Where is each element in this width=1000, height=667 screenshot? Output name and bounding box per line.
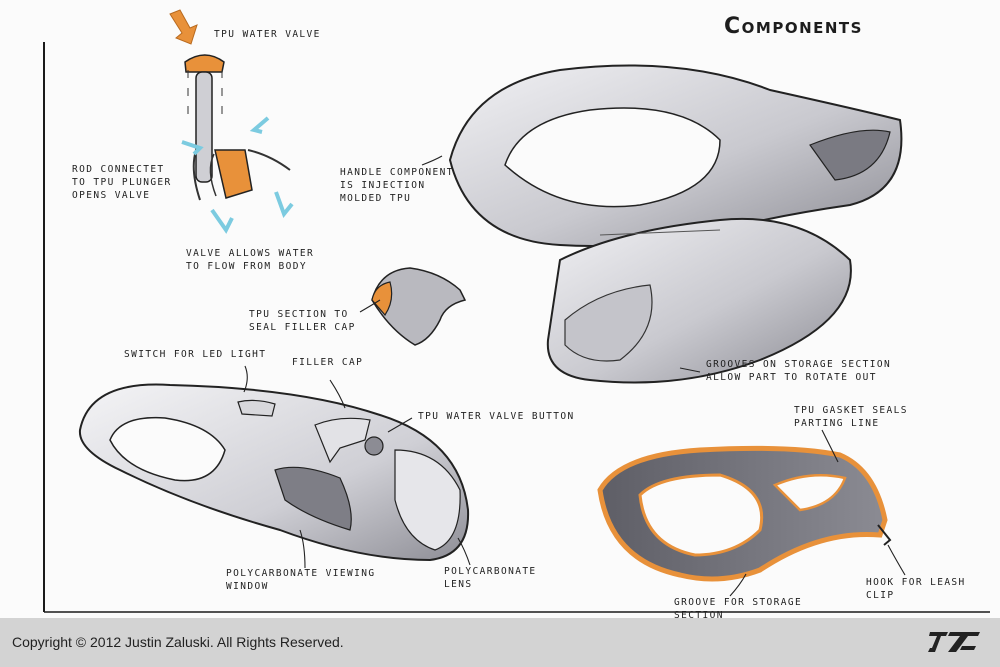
label-tpu-water-valve: TPU WATER VALVE bbox=[214, 29, 321, 40]
label-tpu-gasket: TPU GASKET SEALS PARTING LINE bbox=[794, 405, 908, 429]
label-filler-cap: FILLER CAP bbox=[292, 357, 364, 368]
label-polycarbonate-lens: POLYCARBONATE LENS bbox=[444, 566, 537, 590]
label-handle-component: HANDLE COMPONENT IS INJECTION MOLDED TPU bbox=[340, 167, 454, 204]
frame-lines bbox=[43, 42, 990, 613]
gasket-drawing bbox=[597, 445, 892, 582]
water-valve-drawing bbox=[181, 54, 294, 234]
sketch-illustration bbox=[43, 9, 990, 613]
page-title: Components bbox=[724, 14, 863, 39]
jz-logo-icon bbox=[928, 632, 980, 652]
label-valve-button: TPU WATER VALVE BUTTON bbox=[418, 411, 575, 422]
tpu-seal-drawing bbox=[371, 267, 467, 346]
sketch-sheet: Components TPU WATER VALVE ROD CONNECTET… bbox=[43, 9, 990, 621]
label-valve-flow: VALVE ALLOWS WATER TO FLOW FROM BODY bbox=[186, 248, 315, 272]
copyright-text: Copyright © 2012 Justin Zaluski. All Rig… bbox=[12, 634, 344, 650]
leader-lines bbox=[243, 155, 906, 597]
label-grooves-storage: GROOVES ON STORAGE SECTION ALLOW PART TO… bbox=[706, 359, 892, 383]
orange-arrow-icon bbox=[169, 9, 198, 45]
footer-bar: Copyright © 2012 Justin Zaluski. All Rig… bbox=[0, 618, 1000, 667]
main-body-drawing bbox=[78, 383, 470, 562]
label-groove-storage: GROOVE FOR STORAGE SECTION bbox=[674, 597, 803, 621]
label-switch-led: SWITCH FOR LED LIGHT bbox=[124, 349, 267, 360]
label-tpu-section: TPU SECTION TO SEAL FILLER CAP bbox=[249, 309, 356, 333]
label-hook-leash: HOOK FOR LEASH CLIP bbox=[866, 577, 966, 601]
label-rod-plunger: ROD CONNECTET TO TPU PLUNGER OPENS VALVE bbox=[72, 164, 172, 201]
handle-component-drawing bbox=[448, 64, 903, 384]
label-viewing-window: POLYCARBONATE VIEWING WINDOW bbox=[226, 568, 376, 592]
